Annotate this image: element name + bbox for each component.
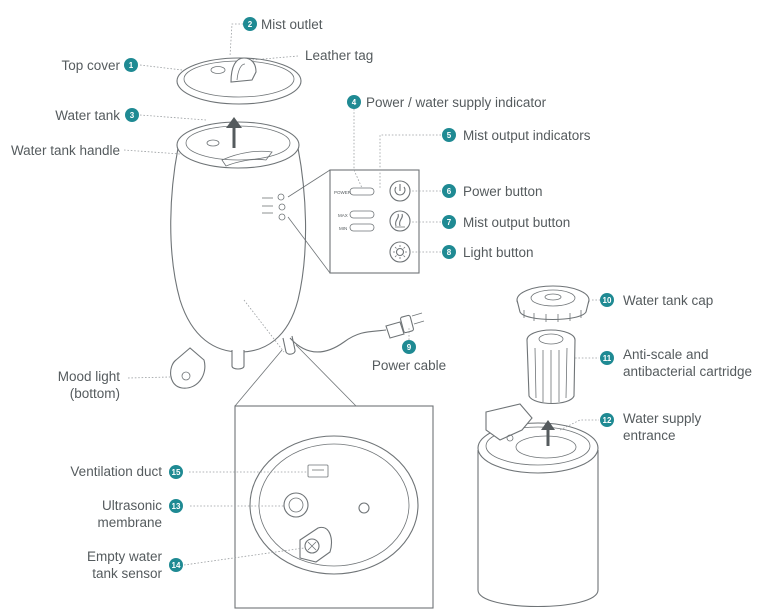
label-cartridge-line1: Anti-scale and — [623, 347, 709, 362]
label-power-button: Power button — [463, 184, 543, 199]
label-mist-outlet: Mist outlet — [261, 17, 323, 32]
badge-10 — [600, 293, 614, 307]
badge-num-7: 7 — [447, 218, 452, 227]
label-mist-output-button: Mist output button — [463, 215, 570, 230]
label-ultrasonic-line2: membrane — [97, 515, 162, 530]
arrow-up-icon — [226, 117, 242, 148]
label-water-supply-line2: entrance — [623, 428, 676, 443]
leader-lines — [123, 23, 600, 566]
badge-12 — [600, 413, 614, 427]
badge-3 — [125, 108, 139, 122]
badge-11 — [600, 351, 614, 365]
badge-num-4: 4 — [352, 98, 357, 107]
label-mist-output-indicators: Mist output indicators — [463, 128, 591, 143]
badge-num-14: 14 — [172, 561, 181, 570]
label-ventilation-duct: Ventilation duct — [70, 464, 162, 479]
anti-scale-cartridge-illustration — [526, 329, 576, 405]
badge-4 — [347, 95, 361, 109]
badge-13 — [169, 499, 183, 513]
label-ultrasonic-line1: Ultrasonic — [102, 498, 162, 513]
mist-icon — [395, 213, 405, 228]
badge-5 — [442, 128, 456, 142]
power-cable-illustration — [289, 312, 425, 353]
label-power-cable: Power cable — [372, 358, 446, 373]
badge-num-8: 8 — [447, 248, 452, 257]
label-mood-light-2: (bottom) — [70, 386, 120, 401]
bottom-detail-view — [234, 405, 434, 609]
badge-num-9: 9 — [407, 343, 412, 352]
water-tank-illustration — [477, 403, 599, 607]
label-cartridge-line2: antibacterial cartridge — [623, 364, 752, 379]
callout-numbers: 1 2 3 4 5 6 7 8 9 10 11 12 13 14 15 — [129, 20, 612, 570]
water-tank-cap-illustration — [516, 285, 590, 322]
label-power-water-indicator: Power / water supply indicator — [366, 95, 547, 110]
control-panel-detail: POWER MAX MIN — [329, 169, 420, 274]
badge-15 — [169, 465, 183, 479]
badge-6 — [442, 184, 456, 198]
badge-2 — [243, 17, 257, 31]
badge-num-11: 11 — [603, 354, 612, 363]
badge-1 — [124, 58, 138, 72]
badge-num-12: 12 — [603, 416, 612, 425]
label-water-tank-handle: Water tank handle — [11, 143, 120, 158]
label-water-supply-line1: Water supply — [623, 411, 702, 426]
label-sensor-line1: Empty water — [87, 549, 163, 564]
label-leather-tag: Leather tag — [305, 48, 373, 63]
panel-max-text: MAX — [338, 213, 348, 218]
arrow-up-icon — [541, 420, 555, 446]
badge-num-6: 6 — [447, 187, 452, 196]
badge-num-1: 1 — [129, 61, 134, 70]
label-light-button: Light button — [463, 245, 534, 260]
light-icon — [393, 245, 407, 259]
label-mood-light-1: Mood light — [58, 369, 121, 384]
badge-num-13: 13 — [172, 502, 181, 511]
label-water-tank: Water tank — [55, 108, 120, 123]
panel-min-text: MIN — [339, 226, 347, 231]
label-top-cover: Top cover — [61, 58, 120, 73]
badge-num-15: 15 — [172, 468, 181, 477]
top-cover-illustration — [176, 57, 302, 105]
badge-num-10: 10 — [603, 296, 612, 305]
badge-num-3: 3 — [130, 111, 135, 120]
badge-num-5: 5 — [447, 131, 452, 140]
badge-9 — [402, 340, 416, 354]
badge-14 — [169, 558, 183, 572]
panel-power-text: POWER — [334, 190, 352, 195]
badge-num-2: 2 — [248, 20, 253, 29]
callout-badges — [124, 17, 614, 572]
humidifier-body-illustration — [170, 121, 307, 389]
power-icon — [394, 184, 406, 196]
label-water-tank-cap: Water tank cap — [623, 293, 713, 308]
badge-8 — [442, 245, 456, 259]
callout-labels: Top cover Mist outlet Leather tag Water … — [11, 17, 752, 581]
badge-7 — [442, 215, 456, 229]
label-sensor-line2: tank sensor — [92, 566, 162, 581]
